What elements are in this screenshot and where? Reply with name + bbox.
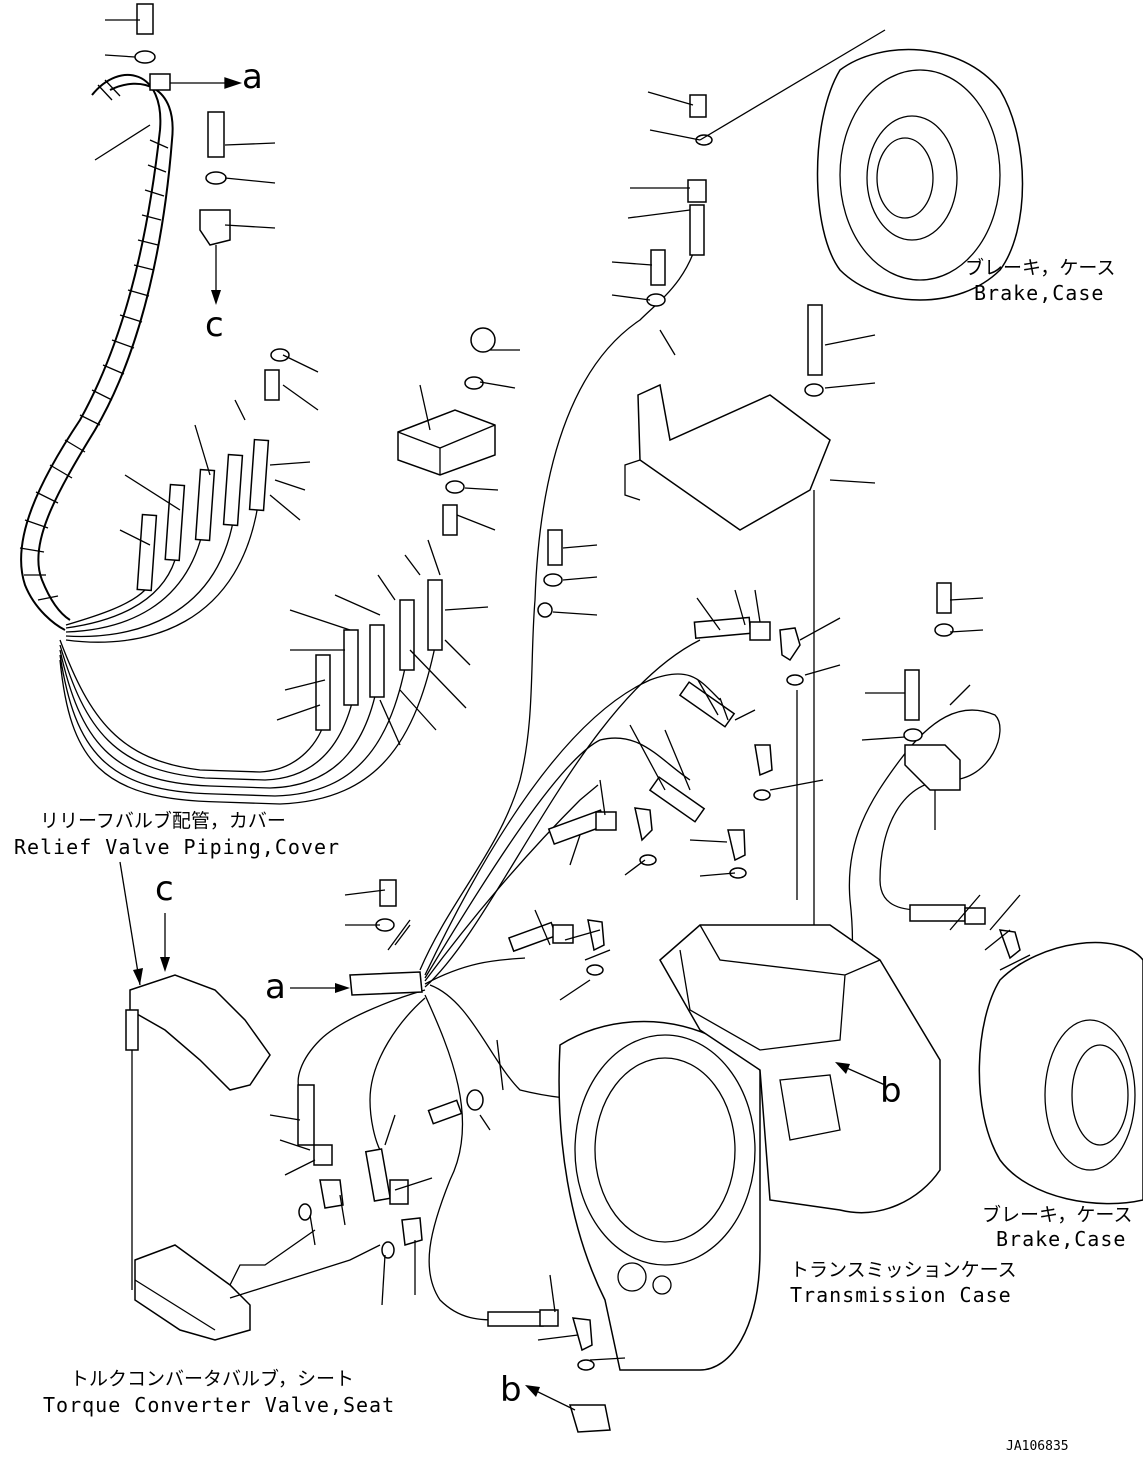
- relief-valve-cover: [119, 861, 271, 1290]
- transmission-case-jp-label: トランスミッションケース: [790, 1259, 1017, 1281]
- ref-letter-b-bottom: b: [500, 1370, 522, 1410]
- reference-arrows: [290, 983, 886, 1411]
- ref-letter-a-top: a: [242, 57, 263, 97]
- top-left-fasteners: [134, 3, 231, 305]
- brake-case-upper: [699, 29, 1024, 301]
- hose-fittings-left: [136, 438, 443, 731]
- relief-valve-en-label: Relief Valve Piping,Cover: [14, 835, 341, 859]
- ref-letter-c-lower: c: [155, 869, 174, 909]
- torque-converter-jp-label: トルクコンバータバルブ，シート: [70, 1368, 355, 1390]
- leader-lines: [94, 19, 1031, 1361]
- ref-letter-b-right: b: [880, 1071, 902, 1111]
- relief-valve-block: [264, 327, 496, 536]
- transmission-case-en-label: Transmission Case: [790, 1283, 1012, 1307]
- center-fittings: [297, 94, 1034, 1433]
- ref-letter-c-upper: c: [205, 305, 224, 345]
- ref-letter-a-left: a: [265, 967, 286, 1007]
- center-hoses: [297, 229, 1001, 1321]
- relief-hoses: [59, 489, 441, 805]
- torque-converter-en-label: Torque Converter Valve,Seat: [43, 1393, 396, 1417]
- brake-case-lower-jp-label: ブレーキ，ケース: [982, 1204, 1133, 1226]
- relief-valve-jp-label: リリーフバルブ配管，カバー: [40, 810, 286, 832]
- brake-case-lower-en-label: Brake,Case: [996, 1227, 1127, 1251]
- brake-case-upper-en-label: Brake,Case: [974, 281, 1105, 305]
- drawing-code: JA106835: [1006, 1439, 1069, 1454]
- transmission-case: [558, 924, 941, 1371]
- spiral-hose-bundle: [19, 73, 174, 631]
- brake-case-lower: [978, 941, 1143, 1205]
- brake-case-upper-jp-label: ブレーキ，ケース: [965, 257, 1116, 279]
- torque-converter-seat: [134, 1229, 381, 1341]
